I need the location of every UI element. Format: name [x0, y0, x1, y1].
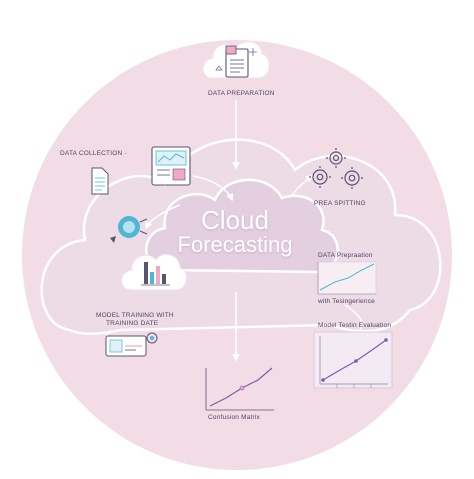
- diagram-title-line1: Cloud: [201, 205, 269, 235]
- label-data-collection: DATA COLLECTION -: [60, 150, 127, 157]
- connector-center-to-brain: [145, 204, 181, 230]
- line-chart-icon: [317, 261, 377, 295]
- label-confusion-matrix: Confusion Matrix: [208, 414, 260, 421]
- confusion-matrix-chart: [205, 367, 274, 411]
- label-prea-spitting: PREA SPITTING: [314, 200, 366, 207]
- gear-icon: [309, 148, 363, 189]
- chart-window-icon: [151, 146, 191, 186]
- label-data-prepraation: DATA Prepraation: [318, 252, 373, 259]
- bar-chart-icon: [141, 262, 170, 286]
- label-model-testin-evaluation: Model Testin Evaluation: [318, 322, 392, 329]
- connector-chart-to-center: [192, 175, 234, 202]
- label-model-training-line1: MODEL TRAINING WITH: [96, 312, 174, 319]
- model-device-icon: [105, 332, 158, 357]
- file-icon: [91, 167, 109, 195]
- document-icon: [215, 45, 257, 78]
- evaluation-chart: [313, 331, 393, 389]
- label-with-tesingerience: with Tesingerience: [318, 298, 375, 305]
- brain-icon: [110, 216, 148, 243]
- label-data-preparation: DATA PREPARATION: [208, 90, 275, 97]
- diagram-title-line2: Forecasting: [177, 232, 293, 257]
- label-model-training-line2: TRAINING DATE: [106, 320, 159, 327]
- central-cloud-shape: [145, 178, 339, 274]
- connector-to-evaluation: [344, 304, 363, 331]
